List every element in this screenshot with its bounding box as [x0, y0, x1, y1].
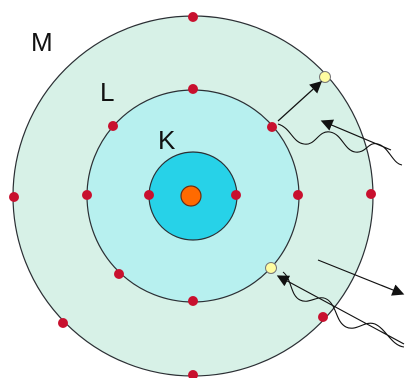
- photon-waves: [277, 123, 405, 348]
- electron-icon: [188, 12, 198, 22]
- l-shell-electrons: [82, 84, 303, 306]
- photon-icon: [282, 271, 405, 348]
- electron-icon: [267, 122, 277, 132]
- arrow-icon: [320, 119, 392, 151]
- electron-icon: [231, 190, 241, 200]
- k-shell-label: K: [158, 125, 176, 155]
- electron-icon: [108, 121, 118, 131]
- l-shell-label: L: [100, 77, 114, 107]
- vacancy-icon: [265, 262, 277, 274]
- electron-icon: [188, 84, 198, 94]
- nucleus-icon: [180, 185, 202, 207]
- electron-icon: [293, 190, 303, 200]
- electron-icon: [114, 269, 124, 279]
- electron-icon: [318, 312, 328, 322]
- shell-labels: M L K: [31, 27, 176, 155]
- m-shell-label: M: [31, 27, 53, 57]
- electron-icon: [9, 192, 19, 202]
- arrow-icon: [276, 275, 405, 345]
- arrow-icon: [277, 81, 323, 122]
- electron-icon: [58, 318, 68, 328]
- electron-icon: [366, 189, 376, 199]
- electron-icon: [188, 370, 198, 378]
- electron-icon: [82, 190, 92, 200]
- electron-icon: [188, 296, 198, 306]
- photon-icon: [277, 123, 403, 166]
- electron-icon: [144, 190, 154, 200]
- k-shell-electrons: [144, 190, 241, 200]
- vacancies: [265, 71, 331, 274]
- arrow-icon: [317, 259, 405, 296]
- vacancy-icon: [319, 71, 331, 83]
- m-shell-electrons: [9, 12, 376, 378]
- transition-arrows: [276, 81, 405, 345]
